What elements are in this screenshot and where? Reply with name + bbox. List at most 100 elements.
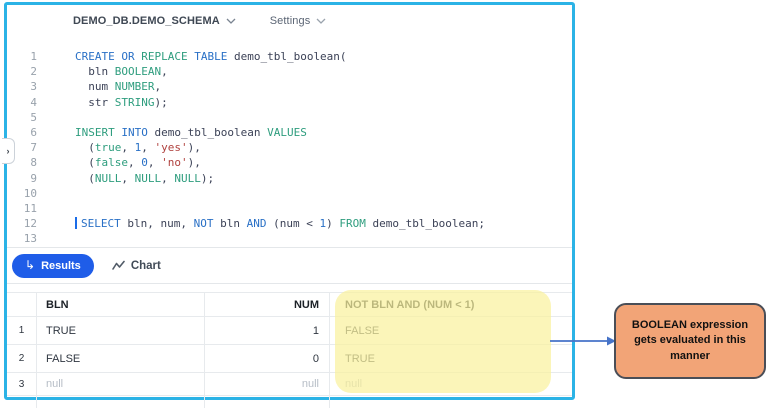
code-token: demo_tbl_boolean xyxy=(154,125,268,139)
panel-expand-button[interactable]: › xyxy=(2,138,15,164)
line-number: 13 xyxy=(23,232,37,246)
code-line: 11 xyxy=(7,201,572,216)
code-token: ) xyxy=(326,217,340,231)
table-cell[interactable]: FALSE xyxy=(37,345,205,373)
row-number: 1 xyxy=(7,317,37,345)
code-token: NULL xyxy=(174,171,201,185)
code-line: 2 bln BOOLEAN, xyxy=(7,64,572,79)
chevron-right-icon: › xyxy=(6,146,10,156)
code-token: ), xyxy=(187,156,201,170)
table-cell[interactable]: null xyxy=(330,373,572,396)
code-token: , xyxy=(161,65,168,79)
code-token: SELECT xyxy=(81,217,128,231)
code-token: ( xyxy=(75,141,95,155)
code-token: (num < xyxy=(273,217,320,231)
code-token: CREATE xyxy=(75,50,122,63)
code-token: REPLACE xyxy=(141,50,195,63)
settings-dropdown[interactable]: Settings xyxy=(270,15,327,27)
code-token: 1 xyxy=(134,141,142,155)
code-token: 0 xyxy=(141,156,148,170)
code-token: ); xyxy=(154,95,168,109)
table-cell[interactable]: TRUE xyxy=(330,345,572,373)
code-token: NUMBER xyxy=(114,80,155,94)
settings-label: Settings xyxy=(269,15,311,27)
code-token: , xyxy=(128,156,142,170)
code-text: num NUMBER, xyxy=(75,79,161,94)
code-token: bln, num, xyxy=(127,217,194,231)
worksheet-window: DEMO_DB.DEMO_SCHEMA Settings 1 CREATE OR … xyxy=(4,2,575,408)
code-line: 7 (true, 1, 'yes'), xyxy=(7,140,572,155)
code-token: str xyxy=(75,95,115,109)
line-number: 12 xyxy=(23,217,37,231)
column-header-bln[interactable]: BLN xyxy=(37,292,205,317)
line-chart-icon xyxy=(112,260,125,270)
results-tab-label: Results xyxy=(41,259,81,272)
code-token: , xyxy=(154,80,162,94)
tab-results[interactable]: ↳ Results xyxy=(12,253,94,278)
code-token: NOT xyxy=(193,217,221,231)
line-number: 2 xyxy=(30,65,37,79)
code-token: , xyxy=(121,171,135,185)
code-token: ), xyxy=(187,141,201,155)
code-token: TABLE xyxy=(194,50,234,63)
code-line: 4 str STRING); xyxy=(7,95,572,110)
table-filler-cell xyxy=(330,396,572,408)
return-arrow-icon: ↳ xyxy=(25,257,36,272)
database-schema-label: DEMO_DB.DEMO_SCHEMA xyxy=(73,15,220,27)
text-cursor xyxy=(75,217,77,230)
table-cell[interactable]: TRUE xyxy=(37,317,205,345)
table-cell[interactable]: 1 xyxy=(205,317,330,345)
table-filler-cell xyxy=(37,396,205,408)
row-number-header xyxy=(7,292,37,317)
line-number: 8 xyxy=(30,156,37,170)
code-token: 'yes' xyxy=(154,141,188,155)
chevron-down-icon xyxy=(226,18,236,24)
chevron-down-icon xyxy=(316,18,326,24)
code-token: demo_tbl_boolean( xyxy=(233,50,347,63)
worksheet-topbar: DEMO_DB.DEMO_SCHEMA Settings xyxy=(7,5,572,37)
tab-chart[interactable]: Chart xyxy=(112,260,161,272)
code-token: , xyxy=(161,171,175,185)
code-text: CREATE OR REPLACE TABLE demo_tbl_boolean… xyxy=(75,49,347,64)
chart-tab-label: Chart xyxy=(130,259,161,272)
code-token: VALUES xyxy=(267,125,307,139)
code-line: 13 xyxy=(7,231,572,246)
code-token: INTO xyxy=(121,125,155,139)
code-token: INSERT xyxy=(75,125,122,139)
column-header-num[interactable]: NUM xyxy=(205,292,330,317)
line-number: 11 xyxy=(23,201,37,215)
code-token: OR xyxy=(121,50,142,63)
code-text: bln BOOLEAN, xyxy=(75,64,168,79)
table-filler-cell xyxy=(7,396,37,408)
line-number: 1 xyxy=(30,50,37,63)
table-cell[interactable]: null xyxy=(205,373,330,396)
line-number: 6 xyxy=(30,125,37,139)
column-header-expression[interactable]: NOT BLN AND (NUM < 1) xyxy=(330,292,572,317)
code-token: ( xyxy=(75,171,95,185)
code-token: ); xyxy=(200,171,215,185)
code-token: BOOLEAN xyxy=(114,65,162,79)
code-token: , xyxy=(147,156,162,170)
code-token: AND xyxy=(246,217,274,231)
code-text: (NULL, NULL, NULL); xyxy=(75,171,214,186)
table-cell[interactable]: null xyxy=(37,373,205,396)
table-cell[interactable]: FALSE xyxy=(330,317,572,345)
line-number: 7 xyxy=(30,141,37,155)
line-number: 5 xyxy=(30,110,37,124)
table-filler-cell xyxy=(205,396,330,408)
annotation-callout: BOOLEAN expression gets evaluated in thi… xyxy=(614,303,766,379)
code-token: ( xyxy=(75,156,95,170)
line-number: 4 xyxy=(30,95,37,109)
table-cell[interactable]: 0 xyxy=(205,345,330,373)
code-token: bln xyxy=(75,65,115,79)
code-editor[interactable]: 1 CREATE OR REPLACE TABLE demo_tbl_boolea… xyxy=(7,49,572,247)
database-schema-dropdown[interactable]: DEMO_DB.DEMO_SCHEMA xyxy=(73,15,236,27)
code-token: , xyxy=(141,141,155,155)
line-number: 9 xyxy=(30,171,37,185)
code-token: 1 xyxy=(319,217,327,231)
code-token: STRING xyxy=(114,95,155,109)
code-token: false xyxy=(94,156,128,170)
